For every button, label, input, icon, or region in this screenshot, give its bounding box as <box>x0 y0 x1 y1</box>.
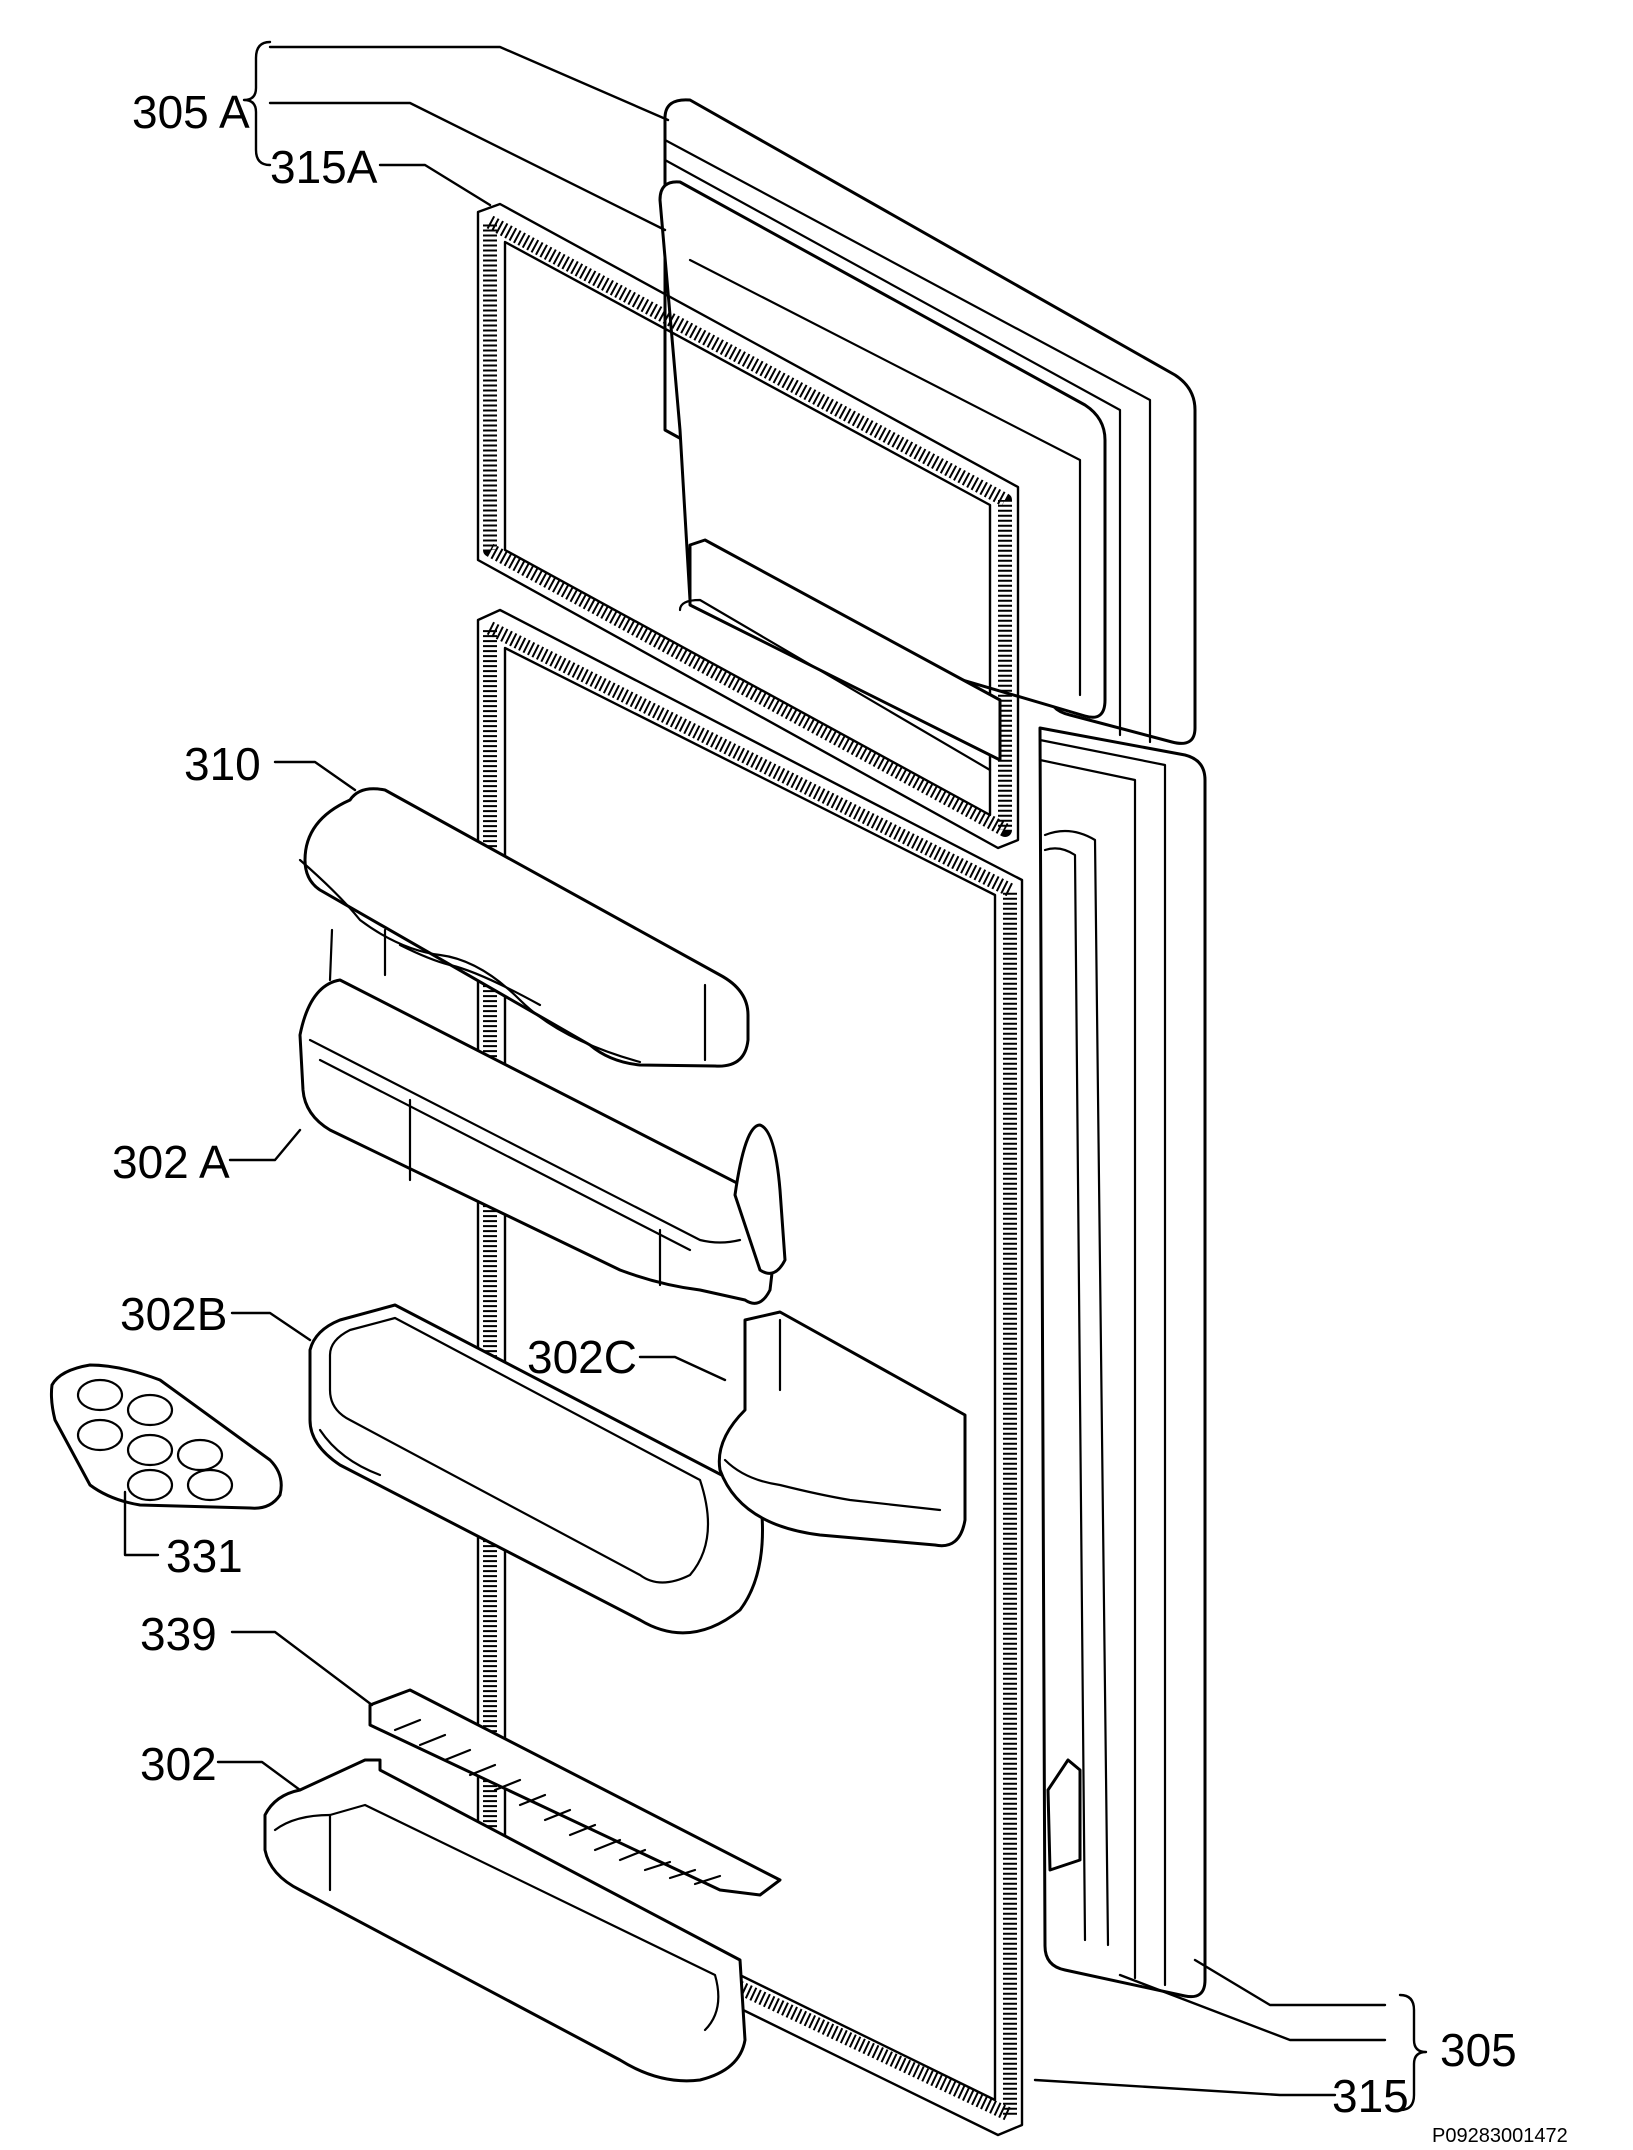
label-302c: 302C <box>527 1331 637 1383</box>
label-302b: 302B <box>120 1288 227 1340</box>
freezer-gasket-315a <box>476 202 1020 850</box>
label-315a: 315A <box>270 141 378 193</box>
bottle-rack-339 <box>368 1688 782 1897</box>
brace-305a <box>242 40 272 167</box>
door-shelf-302 <box>263 1758 747 2083</box>
brace-305 <box>1398 1993 1428 2112</box>
door-shelf-302c <box>717 1310 967 1548</box>
freezer-inner-shelf <box>678 538 1002 772</box>
door-shelf-302a <box>298 978 787 1305</box>
label-305a: 305 A <box>132 86 250 138</box>
leader-lines <box>123 40 1428 2112</box>
fridge-door-305 <box>1038 726 1207 1999</box>
egg-tray-331 <box>49 1363 283 1510</box>
dairy-lid-310 <box>298 787 750 1068</box>
label-315: 315 <box>1332 2070 1409 2122</box>
part-labels: 305 A 315A 310 302 A 302B 302C 331 339 3… <box>112 86 1568 2147</box>
label-310: 310 <box>184 738 261 790</box>
label-331: 331 <box>166 1530 243 1582</box>
drawing-code: P09283001472 <box>1432 2125 1568 2147</box>
label-302a: 302 A <box>112 1136 230 1188</box>
door-shelf-302b <box>308 1303 764 1635</box>
label-339: 339 <box>140 1608 217 1660</box>
freezer-door-305a <box>658 98 1197 745</box>
label-305: 305 <box>1440 2024 1517 2076</box>
label-302: 302 <box>140 1738 217 1790</box>
